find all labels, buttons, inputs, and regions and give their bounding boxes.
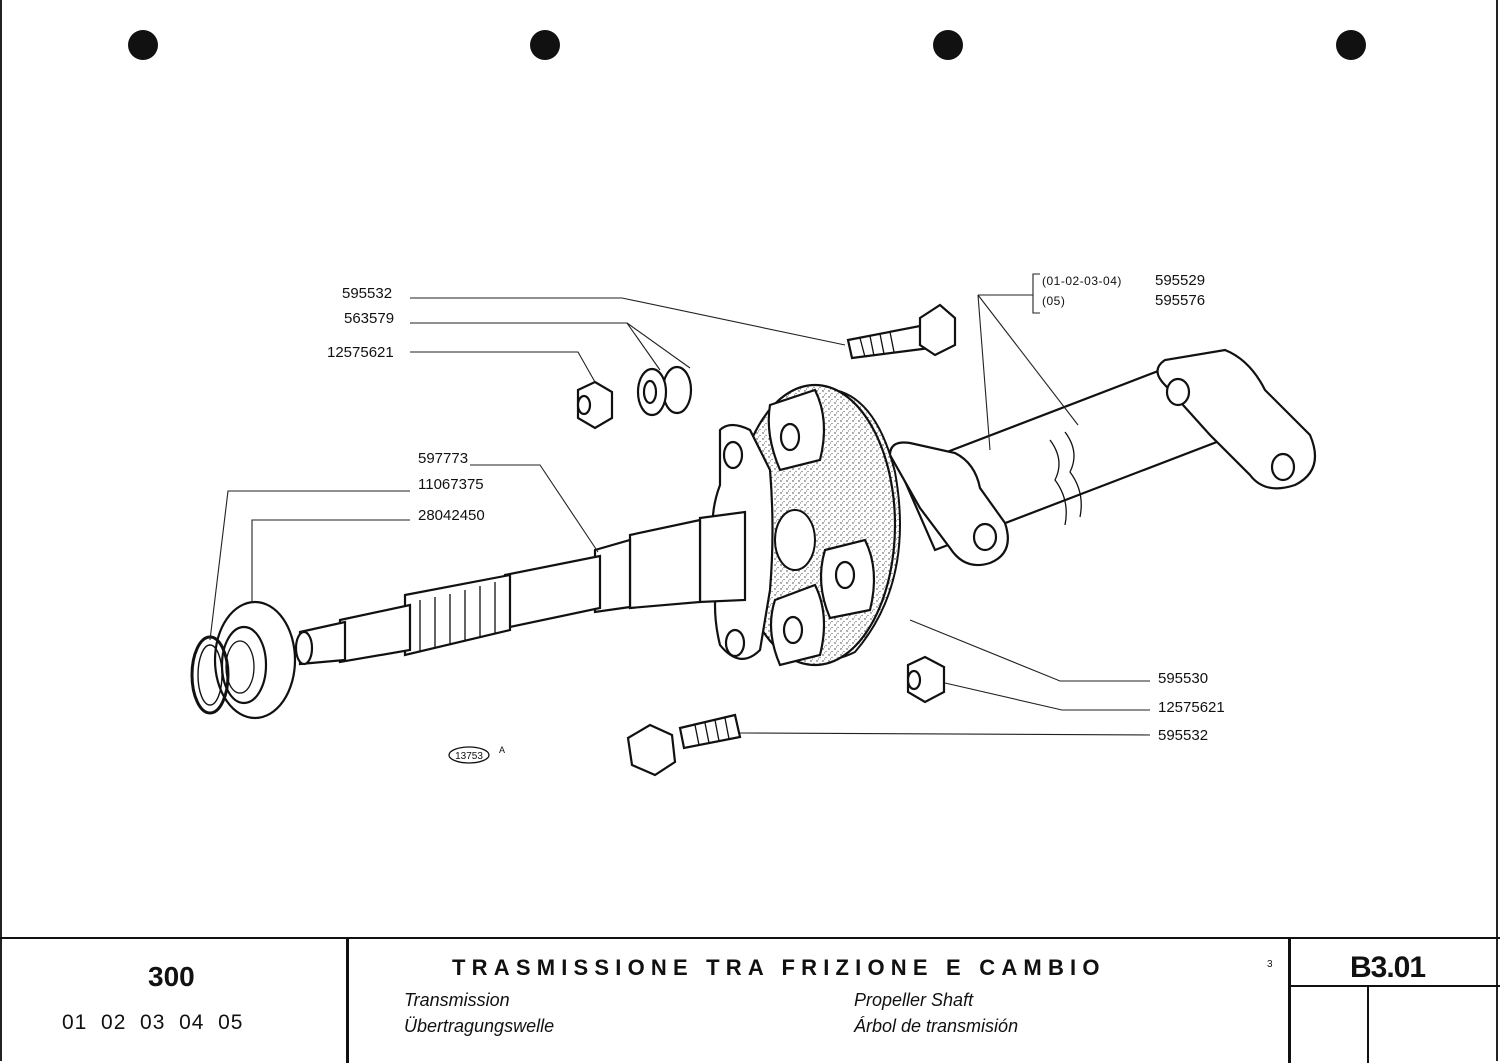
label-nut-top: 12575621 (327, 344, 394, 361)
propeller-shaft (888, 348, 1317, 567)
title-italian: TRASMISSIONE TRA FRIZIONE E CAMBIO (452, 955, 1106, 980)
label-bolt-bottom: 595532 (1158, 727, 1208, 744)
reference-letter: A (499, 745, 505, 755)
label-bearing: 28042450 (418, 507, 485, 524)
binder-hole-3 (933, 30, 963, 60)
title-french: Propeller Shaft (854, 990, 974, 1010)
section-code-divider (1367, 986, 1369, 1063)
reference-code: 13753 (455, 751, 483, 762)
title-german: Übertragungswelle (404, 1016, 555, 1036)
binder-hole-4 (1336, 30, 1366, 60)
leader-lines (209, 273, 1151, 736)
label-shaft-main: 597773 (418, 450, 468, 467)
sheet-number: 3 (1267, 959, 1273, 970)
binder-hole-2 (530, 30, 560, 60)
binder-hole-1 (128, 30, 158, 60)
main-shaft (294, 510, 747, 666)
label-prop-variant-a-part: 595529 (1155, 272, 1205, 289)
label-prop-variant-b-models: (05) (1042, 294, 1065, 308)
label-prop-variant-b-part: 595576 (1155, 292, 1205, 309)
model-variants: 01 02 03 04 05 (62, 1011, 244, 1034)
flexible-coupling (711, 383, 901, 667)
title-block-divider-2 (1288, 939, 1291, 1063)
label-nut-bottom: 12575621 (1158, 699, 1225, 716)
title-block: 300 01 02 03 04 05 TRASMISSIONE TRA FRIZ… (0, 937, 1500, 1063)
title-english: Transmission (404, 990, 510, 1010)
section-code: B3.01 (1350, 951, 1426, 984)
bolt-bottom (626, 713, 742, 777)
title-spanish: Árbol de transmisión (854, 1016, 1019, 1036)
model-number: 300 (148, 961, 195, 992)
page-right-edge (1496, 0, 1498, 1061)
label-washer-top: 563579 (344, 310, 394, 327)
drawing-reference-stamp: 13753 A (448, 745, 505, 764)
label-bolt-top: 595532 (342, 285, 392, 302)
nut-top (576, 380, 614, 430)
bearing (213, 600, 297, 720)
nut-bottom (906, 655, 946, 704)
label-circlip: 11067375 (418, 476, 484, 493)
page-left-edge (0, 0, 2, 1061)
exploded-view-drawing: 595532 563579 12575621 597773 11067375 2… (190, 272, 1317, 777)
circlip (190, 635, 230, 715)
label-coupling: 595530 (1158, 670, 1208, 687)
label-prop-variant-a-models: (01-02-03-04) (1042, 274, 1122, 288)
bolt-top (846, 303, 957, 360)
title-block-divider-1 (346, 939, 349, 1063)
section-code-rule (1290, 985, 1500, 987)
washers-top (636, 365, 693, 417)
